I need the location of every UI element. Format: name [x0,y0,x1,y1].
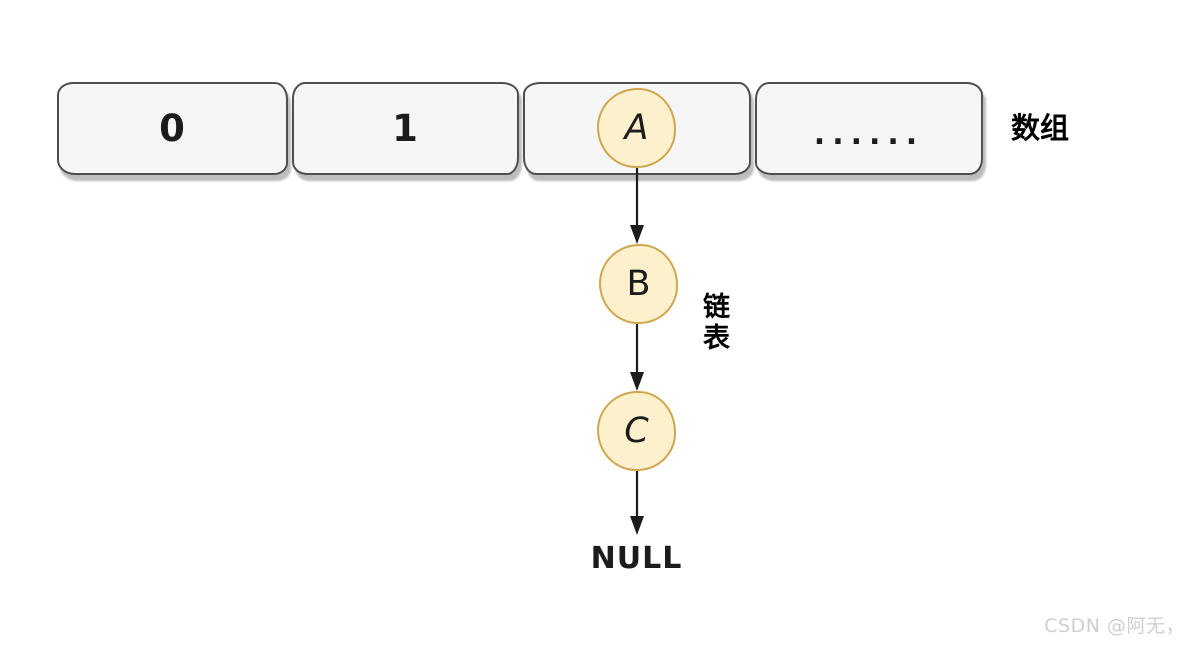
array-cell-ellipsis: ...... [755,82,983,175]
array-cell-1: 1 [292,82,519,175]
array-cell-0: 0 [57,82,288,175]
array-cell-1-label: 1 [392,107,419,150]
array-cell-0-label: 0 [159,107,186,150]
list-node-b-label: B [626,264,651,304]
list-node-a-label: A [624,108,649,148]
list-node-b: B [599,244,678,324]
arrow-a-to-b-icon [630,168,644,244]
csdn-watermark: CSDN @阿无， [1044,615,1185,637]
arrow-b-to-c-icon [630,324,644,391]
arrow-c-to-null-icon [630,471,644,535]
array-label: 数组 [1011,111,1070,145]
array-ellipsis-label: ...... [813,116,925,152]
list-node-c: C [597,391,676,471]
list-node-a: A [597,88,676,168]
null-terminator-label: NULL [590,541,683,576]
linked-list-label: 链表 [698,292,729,354]
list-node-c-label: C [624,411,649,451]
